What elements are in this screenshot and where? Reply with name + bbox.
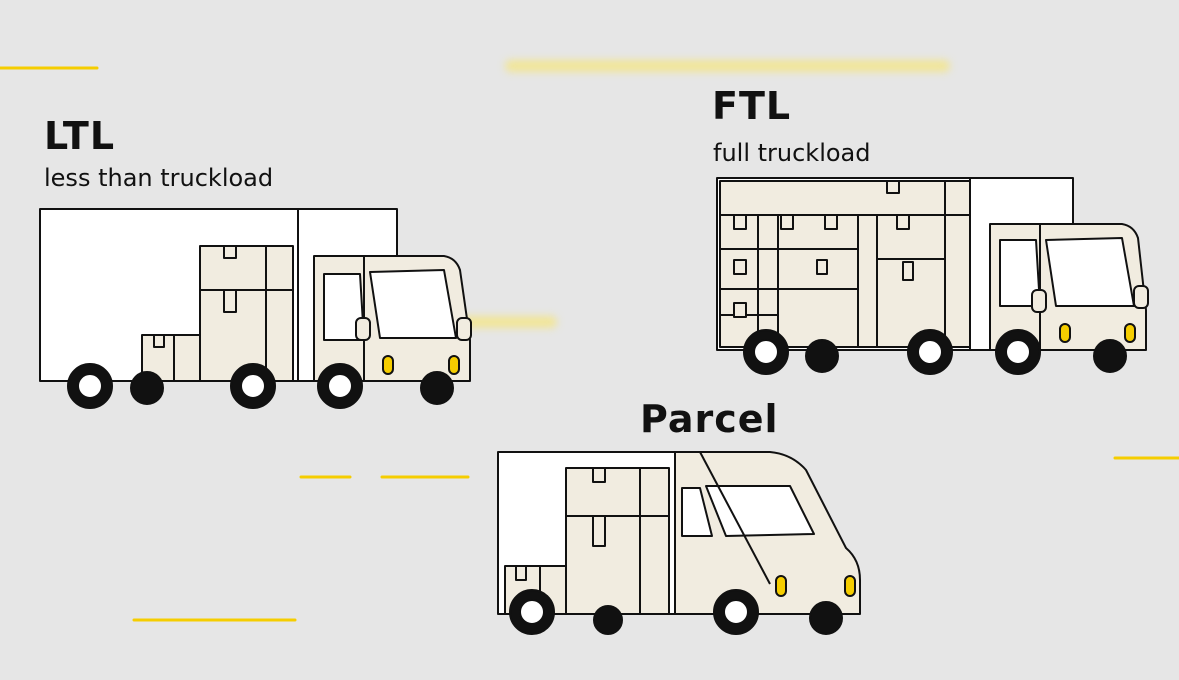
ftl-cab <box>989 223 1149 351</box>
ltl-wheels <box>67 363 454 409</box>
speed-lines <box>0 66 1179 622</box>
ftl-wheels <box>743 329 1127 375</box>
ltl-truck <box>39 208 472 409</box>
parcel-cab <box>674 451 861 615</box>
parcel-van <box>497 451 861 635</box>
ltl-subtitle: less than truckload <box>44 164 274 192</box>
ftl-cargo-boxes <box>719 178 971 350</box>
parcel-title: Parcel <box>640 397 779 441</box>
ftl-truck <box>716 177 1149 375</box>
ftl-subtitle: full truckload <box>713 139 871 167</box>
ltl-cab <box>313 255 472 382</box>
ftl-title: FTL <box>712 84 792 128</box>
ltl-title: LTL <box>44 114 116 158</box>
parcel-wheels <box>509 589 843 635</box>
